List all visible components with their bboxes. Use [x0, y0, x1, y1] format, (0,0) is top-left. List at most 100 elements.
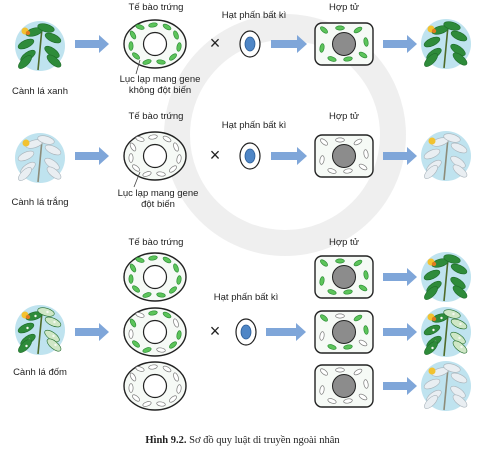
egg-cell-row3-white-chloroplast-9 [132, 394, 140, 402]
arrow-row1-a [75, 35, 109, 53]
zygote-row1-nucleus [332, 32, 356, 56]
pollen-row1 [239, 30, 261, 58]
plant-green-offspring-row1 [421, 19, 471, 69]
plant-offspring-green-row3-flower-center [431, 261, 437, 267]
figure-number: Hình 9.2. [145, 435, 187, 446]
plant-white-row2-flower [22, 139, 30, 147]
arrow-row2-b [271, 147, 307, 165]
arrow-row1-c-head [407, 35, 417, 53]
plant-white-offspring-row2-flower [428, 137, 436, 145]
zygote-label-row1: Hợp tử [328, 2, 360, 13]
arrow-row3-c2-head [407, 323, 417, 341]
plant-white-row2-leaf-3 [44, 144, 62, 156]
white-branch-label: Cành lá trắng [11, 197, 69, 208]
egg-cell-row3-white-chloroplast-7 [156, 401, 166, 407]
egg-cell-row1 [123, 19, 187, 69]
egg-cell-row3-green-chloroplast-0 [129, 263, 137, 273]
mutant-chloroplast-note: Lục lạp mang gene đột biến [118, 188, 199, 210]
plant-green-row1-leaf-5 [37, 23, 55, 33]
normal-chloroplast-note-line2: không đột biến [128, 85, 192, 96]
egg-cell-row1-chloroplast-8 [142, 59, 152, 65]
egg-cell-row3-white-chloroplast-4 [173, 372, 179, 382]
arrow-row2-b-head [297, 147, 307, 165]
egg-cell-row3-mixed-chloroplast-5 [176, 330, 182, 340]
plant-white-row2-leaf-7 [46, 166, 62, 180]
egg-cell-row3-green-chloroplast-4 [173, 263, 179, 273]
egg-cell-row3-white-chloroplast-3 [162, 365, 172, 373]
plant-green-offspring-row1-leaf-2 [423, 36, 441, 48]
zygote-row1-chloroplast-1 [335, 25, 345, 31]
plant-green-row1-stem [37, 27, 43, 71]
plant-offspring-white-row3-leaf-6 [424, 395, 438, 409]
egg-cell-row2-chloroplast-6 [169, 165, 177, 173]
plant-offspring-spotted-row3-leaf-spot-7 [460, 345, 463, 349]
egg-cell-row2-chloroplast-4 [173, 142, 179, 152]
egg-cell-row3-green-chloroplast-5 [176, 275, 182, 285]
zygote-row3-green-chloroplast-0 [320, 259, 328, 267]
egg-cell-row1-chloroplast-7 [156, 59, 166, 65]
plant-offspring-white-row3-leaf-3 [450, 372, 468, 384]
zygote-row1-chloroplast-0 [320, 26, 328, 34]
zygote-row2 [314, 134, 374, 178]
plant-offspring-green-row3-leaf-2 [423, 269, 441, 281]
zygote-row3-green-chloroplast-6 [327, 289, 337, 295]
plant-offspring-spotted-row3-leaf-5 [443, 309, 461, 319]
plant-spotted-row3-flower-center [25, 314, 31, 320]
zygote-row3-white-chloroplast-2 [353, 368, 363, 376]
egg-cell-row3-green-chloroplast-6 [169, 286, 177, 294]
arrow-row3-c2-shaft [383, 328, 408, 336]
plant-offspring-green-row3-stem [443, 258, 449, 302]
cross-row2: × [210, 145, 221, 165]
plant-offspring-spotted-row3 [421, 307, 471, 357]
egg-cell-row2-chloroplast-5 [176, 154, 182, 164]
zygote-row3-green [314, 255, 374, 299]
zygote-row1-chloroplast-6 [327, 56, 337, 62]
watermark-ring [164, 14, 406, 256]
egg-cell-row2-chloroplast-2 [148, 134, 158, 140]
plant-white-offspring-row2-leaf-7 [452, 164, 468, 178]
zygote-row1-chloroplast-2 [353, 26, 363, 34]
egg-cell-row3-mixed [123, 307, 187, 357]
plant-green-offspring-row1-leaf-5 [443, 21, 461, 31]
plant-offspring-spotted-row3-leaf-spot-6 [431, 346, 434, 350]
zygote-row3-mixed-chloroplast-5 [343, 344, 353, 350]
plant-spotted-row3-stem [37, 311, 43, 355]
zygote-row3-white-chloroplast-0 [320, 368, 328, 376]
egg-cell-row1-chloroplast-10 [128, 41, 134, 51]
mutant-chloroplast-pointer [133, 171, 141, 188]
egg-cell-row2 [123, 131, 187, 181]
egg-cell-row3-white-chloroplast-0 [129, 372, 137, 382]
egg-cell-row1-chloroplast-6 [169, 53, 177, 61]
cross-row3: × [210, 321, 221, 341]
arrow-row1-b [271, 35, 307, 53]
arrow-row2-a [75, 147, 109, 165]
zygote-row1-chloroplast-3 [363, 37, 369, 47]
plant-green-row1-leaf-3 [44, 32, 62, 44]
plant-offspring-white-row3-flower [428, 367, 436, 375]
egg-cell-label-row2: Tế bào trứng [128, 111, 184, 122]
zygote-row3-green-chloroplast-5 [343, 289, 353, 295]
zygote-row1-chloroplast-5 [343, 56, 353, 62]
egg-cell-row3-white-chloroplast-1 [135, 366, 145, 372]
arrow-row3-c3-head [407, 377, 417, 395]
plant-white-row2-leaf-5 [37, 135, 55, 145]
plant-offspring-white-row3-leaf-5 [443, 363, 461, 373]
egg-cell-row3-green-chloroplast-9 [132, 285, 140, 293]
egg-cell-row3-white-nucleus [142, 373, 168, 399]
plant-white-offspring-row2-leaf-5 [443, 133, 461, 143]
zygote-row3-mixed-chloroplast-3 [363, 325, 369, 335]
plant-green-row1-flower-center [25, 30, 31, 36]
plant-offspring-spotted-row3-leaf-spot-3 [459, 322, 462, 326]
zygote-row1-chloroplast-4 [358, 51, 368, 59]
plant-green-offspring-row1-leaf-3 [450, 30, 468, 42]
egg-cell-row3-white-chloroplast-8 [142, 401, 152, 407]
normal-chloroplast-pointer [135, 59, 141, 75]
zygote-row2-chloroplast-0 [320, 138, 328, 146]
arrow-row3-c1-shaft [383, 273, 408, 281]
arrow-row1-c-shaft [383, 40, 408, 48]
zygote-row3-mixed-chloroplast-4 [358, 339, 368, 347]
plant-spotted-row3-leaf-spot-5 [46, 310, 49, 314]
egg-cell-row3-green [123, 252, 187, 302]
zygote-row3-white [314, 364, 374, 408]
pollen-label-row2: Hạt phấn bất kì [221, 120, 287, 131]
